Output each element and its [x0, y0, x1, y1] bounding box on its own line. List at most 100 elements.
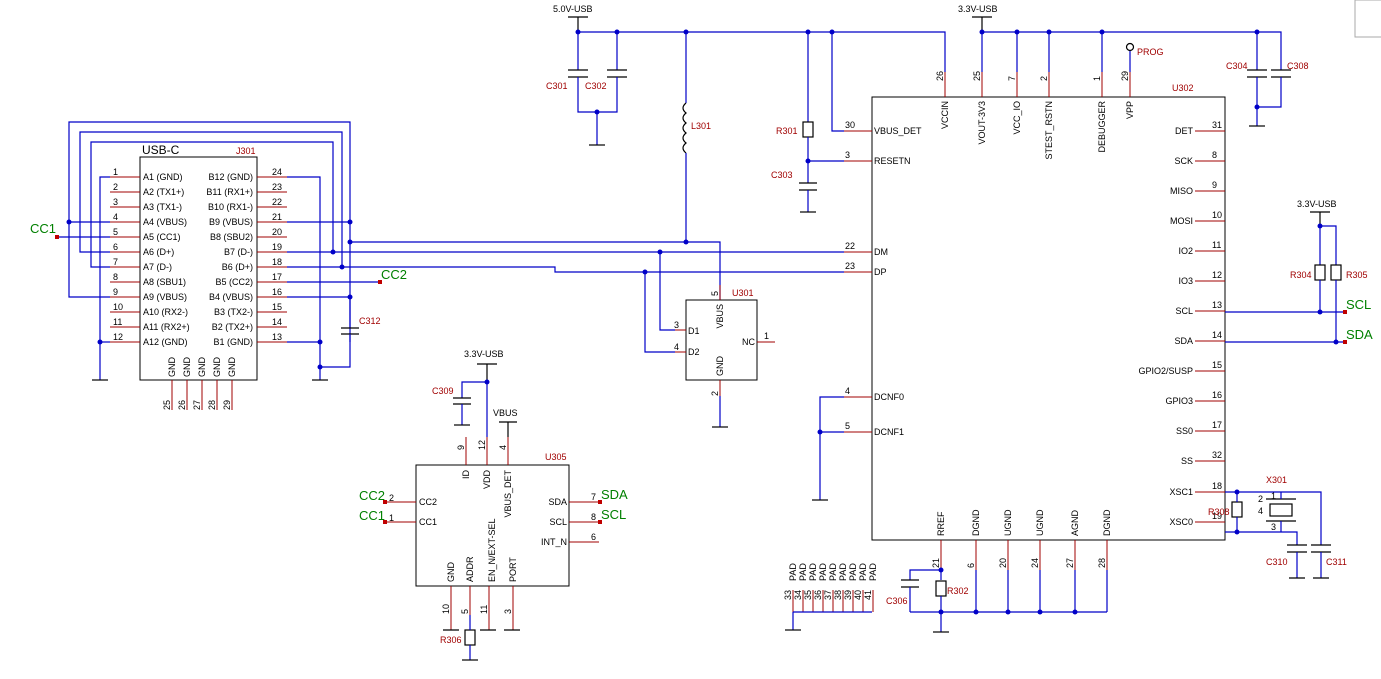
wire-xsc0 — [1225, 531, 1298, 545]
l301-symbol — [682, 102, 687, 154]
u301-pin-label: NC — [742, 337, 755, 347]
prog-test-point — [1125, 42, 1135, 52]
u302-body — [871, 96, 1226, 541]
c309-ref: C309 — [432, 386, 454, 396]
net-label-cc1-left: CC1 — [30, 221, 56, 236]
wire-xsc1 — [1225, 491, 1322, 545]
j301-body — [139, 156, 258, 381]
u301-pin-number: 2 — [710, 391, 720, 396]
j301-pin-number: 22 — [272, 197, 282, 207]
c306-ref: C306 — [886, 596, 908, 606]
u302-pin-label: DM — [874, 247, 888, 257]
power-label-vbus-u305: VBUS — [493, 408, 518, 418]
u305-pin-label: SCL — [549, 517, 567, 527]
u302-pin-number: 5 — [845, 421, 850, 431]
u305-pin-number: 1 — [389, 513, 394, 523]
r302-ref: R302 — [947, 586, 969, 596]
j301-pin-number: 16 — [272, 287, 282, 297]
u302-pin-label: SS — [1181, 456, 1193, 466]
j301-pin-label: A11 (RX2+) — [143, 322, 190, 332]
u305-pin-label: CC1 — [419, 517, 437, 527]
j301-pin-number: 23 — [272, 182, 282, 192]
u305-pin-label: GND — [446, 562, 456, 583]
r301-ref: R301 — [776, 126, 798, 136]
c303-ref: C303 — [771, 170, 793, 180]
pad-pin-number: 36 — [813, 590, 823, 600]
x301-pin-number: 4 — [1258, 506, 1263, 516]
wire-5v-bus — [578, 31, 946, 72]
u302-pin-label: VCC_IO — [1012, 101, 1022, 135]
net-label-cc1-u305: CC1 — [359, 508, 385, 523]
u302-pin-number: 25 — [972, 71, 982, 81]
u302-pin-number: 6 — [966, 563, 976, 568]
u302-pin-label: XSC0 — [1169, 517, 1193, 527]
j301-pin-label: A6 (D+) — [143, 247, 174, 257]
u302-pin-number: 16 — [1212, 390, 1222, 400]
j301-ref: J301 — [236, 146, 256, 156]
x301-symbol — [1269, 503, 1293, 517]
j301-pin-number: 2 — [113, 182, 118, 192]
r306-symbol — [464, 629, 476, 646]
r308-ref: R308 — [1208, 507, 1230, 517]
j301-pin-number: 1 — [113, 167, 118, 177]
u302-pin-number: 1 — [1092, 76, 1102, 81]
u302-pin-number: 10 — [1212, 210, 1222, 220]
net-label-scl-u305: SCL — [601, 507, 626, 522]
u302-pin-number: 8 — [1212, 150, 1217, 160]
u302-pin-number: 27 — [1065, 558, 1075, 568]
j301-pin-number: 28 — [207, 400, 217, 410]
j301-pin-label: B7 (D-) — [224, 247, 253, 257]
r301-symbol — [802, 121, 814, 138]
u301-pin-label: D1 — [688, 326, 700, 336]
j301-pin-label: B10 (RX1-) — [208, 202, 253, 212]
u305-pin-label: INT_N — [541, 537, 567, 547]
i2c-pullups: 3.3V-USB R304 R305 SCL SDA — [1225, 199, 1373, 345]
j301-pin-label: B3 (TX2-) — [214, 307, 253, 317]
u302-pin-label: UGND — [1035, 509, 1045, 536]
j301-pin-label: A9 (VBUS) — [143, 292, 187, 302]
u302-pin-label: AGND — [1070, 509, 1080, 536]
pad-pin-number: 41 — [863, 590, 873, 600]
wire-vbus-to-u301 — [350, 241, 721, 300]
u305-pin-label: VDD — [482, 470, 492, 490]
j301-pin-label: A8 (SBU1) — [143, 277, 186, 287]
j301-pin-number: 7 — [113, 257, 118, 267]
prog-label: PROG — [1137, 47, 1164, 57]
pad-pin-label: PAD — [808, 563, 818, 581]
wire-j301-gnd-right — [287, 176, 321, 380]
u302-pin-number: 24 — [1030, 558, 1040, 568]
c308-ref: C308 — [1287, 61, 1309, 71]
wire-j301-gnd-left — [99, 176, 110, 380]
u302-pin-number: 20 — [998, 558, 1008, 568]
u302-pin-label: SDA — [1174, 336, 1193, 346]
r308-symbol — [1231, 501, 1243, 518]
u302-pin-label: GPIO3 — [1165, 396, 1193, 406]
net-label-scl-right: SCL — [1346, 297, 1371, 312]
u301-pin-label: GND — [715, 356, 725, 377]
u302-pin-number: 17 — [1212, 420, 1222, 430]
j301-pin-number: 5 — [113, 227, 118, 237]
c306-symbol — [901, 579, 919, 588]
u305-pin-label: PORT — [508, 557, 518, 582]
j301-pin-number: 21 — [272, 212, 282, 222]
j301-pin-number: 9 — [113, 287, 118, 297]
j301-pin-number: 6 — [113, 242, 118, 252]
pad-pin-number: 35 — [803, 590, 813, 600]
u302-pin-label: MOSI — [1170, 216, 1193, 226]
u302-pin-number: 18 — [1212, 481, 1222, 491]
u305-pin-label: VBUS_DET — [503, 469, 513, 517]
u302-ref: U302 — [1172, 83, 1194, 93]
j301-pin-number: 10 — [113, 302, 123, 312]
u302-pin-number: 4 — [845, 386, 850, 396]
j301-pin-label: B12 (GND) — [208, 172, 253, 182]
j301-pin-label: B5 (CC2) — [215, 277, 253, 287]
u302-pin-number: 23 — [845, 261, 855, 271]
u305-pin-label: ADDR — [465, 556, 475, 582]
u302-pin-number: 32 — [1212, 450, 1222, 460]
j301-pin-number: 17 — [272, 272, 282, 282]
c304-ref: C304 — [1226, 61, 1248, 71]
